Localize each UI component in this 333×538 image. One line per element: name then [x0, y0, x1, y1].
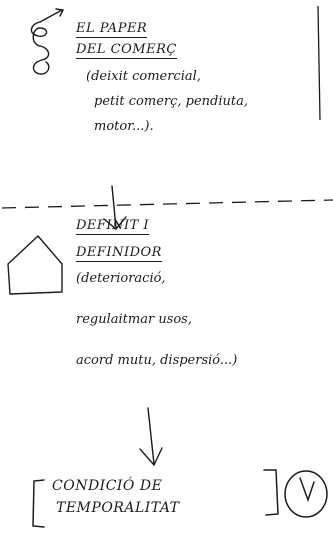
block2-note-2: regulaitmar usos,: [76, 312, 192, 327]
block1-note-3: motor...).: [94, 119, 154, 134]
house-icon: [7, 235, 63, 295]
spiral-arrow-icon: [30, 8, 65, 75]
block1-title-line2: DEL COMERÇ: [76, 42, 177, 59]
arrow-down-1: [103, 185, 127, 230]
block1-note-2: petit comerç, pendiuta,: [94, 94, 248, 109]
block2-note-1: (deterioració,: [76, 271, 166, 286]
condition-label-line1: CONDICIÓ DE: [52, 478, 163, 494]
block1-note-1: (deixit comercial,: [86, 69, 201, 84]
block1-title-line1: EL PAPER: [76, 21, 148, 38]
block2-title-line2: DEFINIDOR: [76, 245, 162, 262]
block2-note-3: acord mutu, dispersió...): [76, 353, 238, 368]
margin-line: [317, 5, 321, 121]
block2-title-line1: DEFINIT I: [76, 218, 150, 235]
clock-icon: [284, 470, 328, 518]
arrow-down-2: [139, 407, 163, 467]
condition-brackets: [32, 469, 279, 528]
dashed-separator: [1, 199, 333, 209]
condition-label-line2: TEMPORALITAT: [56, 500, 180, 516]
